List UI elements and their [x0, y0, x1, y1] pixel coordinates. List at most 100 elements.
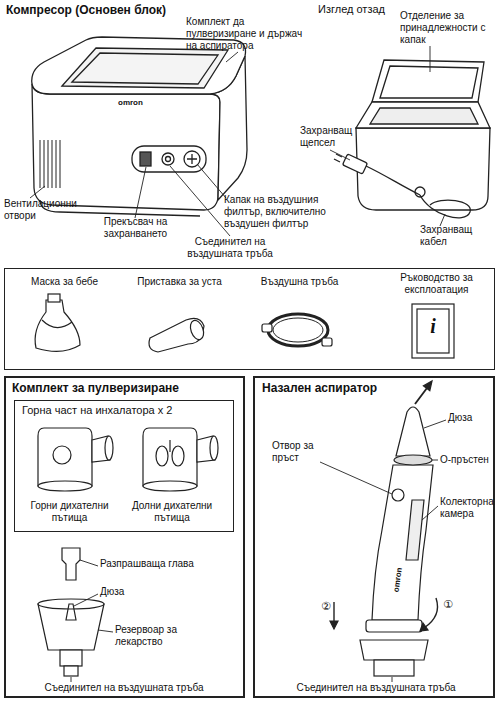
part-label: Съединител на въздушната тръба: [10, 682, 238, 694]
nasal-aspirator-illustration: [394, 455, 432, 465]
nasal-aspirator-illustration: [366, 620, 422, 632]
part-label: Отвор за пръст: [272, 440, 332, 464]
compressor-rear-illustration: [356, 128, 490, 210]
baby-mask-icon: [42, 320, 72, 328]
inhaler-top-illustration: [172, 446, 184, 466]
leader-line: [170, 166, 230, 236]
part-label: Съединител на въздушната тръба: [180, 236, 280, 260]
inhaler-top-panel: Горна част на инхалатора x 2 Горни дихате…: [14, 400, 234, 532]
part-label: Горни дихателни пътища: [22, 500, 117, 524]
air-tube-icon: [262, 314, 332, 346]
leader-line: [30, 46, 445, 236]
compressor-illustration: [72, 53, 218, 84]
mouthpiece-icon: [149, 318, 206, 352]
part-label: Прекъсвач на захранването: [88, 216, 183, 240]
nebulizer-kit-illustration: [64, 666, 78, 676]
part-label: Захранващ щепсел: [300, 125, 365, 149]
nasal-aspirator-illustration: [424, 598, 438, 628]
nasal-aspirator-illustration: [420, 623, 428, 631]
nebulizer-kit-illustration: [66, 604, 76, 620]
callout-number: ①: [440, 598, 456, 611]
baby-mask-icon: [48, 294, 60, 302]
leader-line: [430, 46, 431, 72]
inhaler-top-illustration: [105, 436, 113, 460]
compressor-rear-illustration: [380, 66, 478, 98]
part-label: Приставка за уста: [125, 276, 235, 288]
panel-heading: Назален аспиратор: [262, 381, 487, 395]
inhaler-top-illustration: [53, 446, 71, 464]
leader-line: [30, 186, 45, 198]
section-heading: Компресор (Основен блок): [6, 3, 226, 17]
compressor-illustration: [40, 140, 60, 188]
section-heading: Изглед отзад: [318, 3, 408, 16]
leader-line: [135, 167, 146, 218]
nasal-aspirator-illustration: [330, 621, 338, 629]
kit-panel: Комплект за пулверизиранеРазпрашваща гла…: [4, 376, 245, 698]
compressor-rear-illustration: [372, 60, 484, 102]
compressor-rear-illustration: [334, 60, 490, 218]
panel-heading: Горна част на инхалатора x 2: [22, 404, 227, 417]
nasal-aspirator-illustration: [333, 602, 334, 622]
mouthpiece-icon: [188, 319, 206, 342]
inhaler-top-illustration: [38, 428, 92, 486]
air-tube-icon: [268, 314, 328, 346]
part-label: Вентилационни отвори: [4, 198, 84, 222]
part-label: О-пръстен: [440, 454, 495, 466]
accessory-panel: Маска за бебеПриставка за устаВъздушна т…: [4, 268, 495, 370]
manual-symbol: i: [418, 314, 448, 338]
compressor-rear-illustration: [366, 166, 420, 195]
inhaler-top-illustration: [38, 481, 92, 491]
inhaler-top-illustration: [156, 446, 168, 466]
part-label: Захранващ кабел: [420, 224, 495, 248]
part-label: Дюза: [100, 586, 160, 598]
nebulizer-kit-illustration: [60, 650, 82, 666]
part-label: Разпрашваща глава: [100, 558, 230, 570]
nasal-aspirator-illustration: [406, 500, 424, 560]
panel-heading: Комплект за пулверизиране: [12, 381, 237, 395]
nasal-aspirator-illustration: [320, 420, 446, 682]
baby-mask-icon: [35, 300, 80, 351]
compressor-rear-illustration: [342, 154, 367, 174]
air-tube-icon: [273, 318, 323, 342]
part-label: Капак на въздушния филтър, включително в…: [224, 194, 356, 230]
part-label: Маска за бебе: [10, 276, 120, 288]
part-label: Ръководство за експлоатация: [382, 272, 492, 296]
callout-number: ②: [318, 600, 334, 613]
leader-line: [330, 150, 350, 160]
brand-logo: omron: [118, 98, 158, 108]
inhaler-top-illustration: [143, 481, 197, 491]
manual-icon: [412, 304, 454, 358]
part-label: Колекторна камера: [440, 496, 495, 520]
part-label: Съединител на въздушната тръба: [260, 682, 492, 694]
nebulizer-kit-illustration: [38, 604, 104, 650]
baby-mask-icon: [35, 294, 80, 351]
manual-icon: [412, 304, 454, 358]
part-label: Комплект да пулверизиране и държач на ас…: [186, 16, 306, 52]
compressor-rear-illustration: [370, 108, 478, 124]
part-label: Отделение за принадлежности с капак: [400, 10, 495, 46]
inhaler-top-illustration: [210, 436, 218, 460]
nebulizer-kit-illustration: [62, 548, 80, 580]
inhaler-top-illustration: [169, 440, 170, 452]
compressor-illustration: [162, 153, 174, 165]
part-label: Резервоар за лекарство: [115, 624, 225, 648]
compressor-illustration: [32, 37, 247, 216]
inhaler-top-illustration: [38, 428, 218, 491]
nasal-aspirator-illustration: [372, 465, 433, 620]
nasal-aspirator-illustration: [374, 660, 414, 676]
brand-logo: omron: [390, 559, 405, 600]
part-label: Долни дихателни пътища: [122, 500, 222, 524]
air-tube-icon: [322, 338, 332, 346]
nebulizer-kit-illustration: [71, 560, 113, 682]
manual-icon: [417, 309, 449, 353]
nasal-aspirator-illustration: [423, 381, 432, 391]
leader-line: [197, 164, 226, 198]
compressor-illustration: [187, 154, 197, 164]
inhaler-top-illustration: [143, 428, 197, 486]
nasal-aspirator-illustration: [320, 381, 446, 682]
aspirator-panel: Назален аспираторДюзаОтвор за пръстО-пръ…: [253, 376, 495, 698]
compressor-illustration: [166, 157, 171, 162]
air-tube-icon: [262, 324, 272, 332]
